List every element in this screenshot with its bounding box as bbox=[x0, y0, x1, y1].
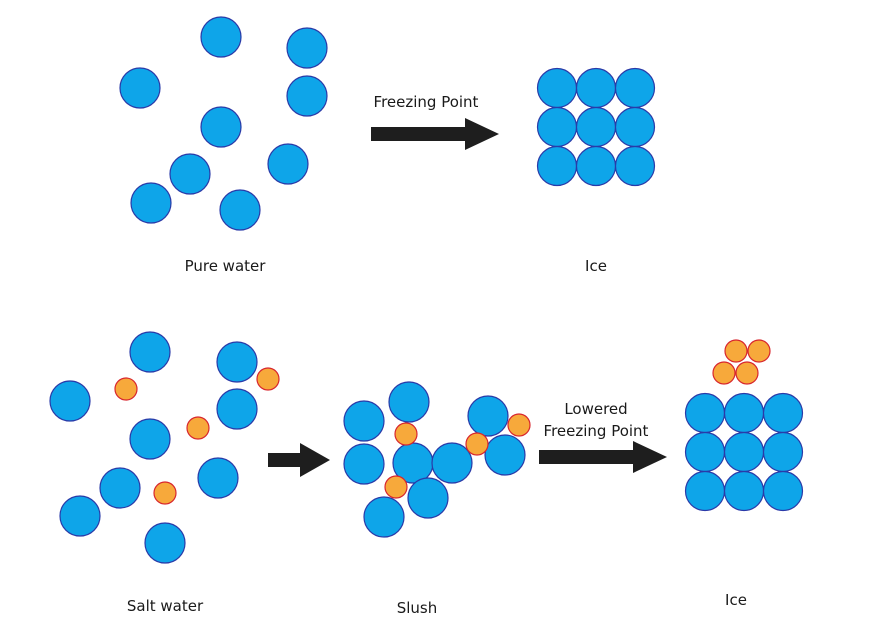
water-molecule bbox=[119, 67, 161, 109]
ice-molecule bbox=[684, 392, 726, 434]
water-molecule bbox=[484, 434, 526, 476]
water-molecule bbox=[343, 443, 385, 485]
water-molecule bbox=[343, 400, 385, 442]
water-molecule bbox=[363, 496, 405, 538]
salt-particle bbox=[712, 361, 736, 385]
ice-grid-bottom bbox=[684, 392, 804, 512]
salt-particle bbox=[384, 475, 408, 499]
freezing-point-arrow bbox=[371, 118, 499, 150]
freezing-point-label-lowered: Freezing Point bbox=[544, 422, 649, 440]
salt-particle bbox=[735, 361, 759, 385]
pure-water-label: Pure water bbox=[185, 257, 267, 275]
ice-molecule bbox=[575, 106, 617, 148]
water-molecule bbox=[169, 153, 211, 195]
slush-group bbox=[343, 381, 531, 538]
water-molecule bbox=[407, 477, 449, 519]
salt-particle bbox=[465, 432, 489, 456]
salt-particle bbox=[394, 422, 418, 446]
salt-water-group bbox=[49, 331, 280, 564]
water-molecule bbox=[219, 189, 261, 231]
water-molecule bbox=[216, 388, 258, 430]
salt-to-slush-arrow bbox=[268, 443, 330, 477]
salt-particle bbox=[747, 339, 771, 363]
ice-molecule bbox=[762, 470, 804, 512]
water-molecule bbox=[99, 467, 141, 509]
water-molecule bbox=[267, 143, 309, 185]
water-molecule bbox=[130, 182, 172, 224]
slush-label: Slush bbox=[397, 599, 438, 617]
ice-label-top: Ice bbox=[585, 257, 607, 275]
water-molecule bbox=[431, 442, 473, 484]
water-molecule bbox=[216, 341, 258, 383]
water-molecule bbox=[286, 27, 328, 69]
water-molecule bbox=[200, 106, 242, 148]
water-molecule bbox=[286, 75, 328, 117]
salt-particle bbox=[186, 416, 210, 440]
ice-molecule bbox=[762, 431, 804, 473]
ice-molecule bbox=[762, 392, 804, 434]
lowered-freezing-point-arrow bbox=[539, 441, 667, 473]
ice-molecule bbox=[536, 67, 578, 109]
ice-grid-top bbox=[536, 67, 656, 187]
ice-molecule bbox=[723, 392, 765, 434]
water-molecule bbox=[129, 418, 171, 460]
ice-molecule bbox=[614, 145, 656, 187]
ice-molecule bbox=[536, 145, 578, 187]
ice-molecule bbox=[723, 431, 765, 473]
water-molecule bbox=[200, 16, 242, 58]
lowered-label: Lowered bbox=[564, 400, 627, 418]
salt-water-label: Salt water bbox=[127, 597, 204, 615]
ice-molecule bbox=[536, 106, 578, 148]
water-molecule bbox=[49, 380, 91, 422]
freezing-point-label: Freezing Point bbox=[374, 93, 479, 111]
salt-particle bbox=[114, 377, 138, 401]
ice-label-bottom: Ice bbox=[725, 591, 747, 609]
ice-molecule bbox=[684, 470, 726, 512]
salt-particle bbox=[256, 367, 280, 391]
water-molecule bbox=[197, 457, 239, 499]
ice-molecule bbox=[614, 106, 656, 148]
ice-molecule bbox=[614, 67, 656, 109]
water-molecule bbox=[144, 522, 186, 564]
water-molecule bbox=[129, 331, 171, 373]
water-molecule bbox=[59, 495, 101, 537]
salt-cluster bbox=[712, 339, 771, 385]
salt-particle bbox=[153, 481, 177, 505]
ice-molecule bbox=[575, 145, 617, 187]
water-molecule bbox=[467, 395, 509, 437]
salt-particle bbox=[507, 413, 531, 437]
ice-molecule bbox=[684, 431, 726, 473]
salt-particle bbox=[724, 339, 748, 363]
ice-molecule bbox=[575, 67, 617, 109]
ice-molecule bbox=[723, 470, 765, 512]
pure-water-group bbox=[119, 16, 328, 231]
water-molecule bbox=[388, 381, 430, 423]
